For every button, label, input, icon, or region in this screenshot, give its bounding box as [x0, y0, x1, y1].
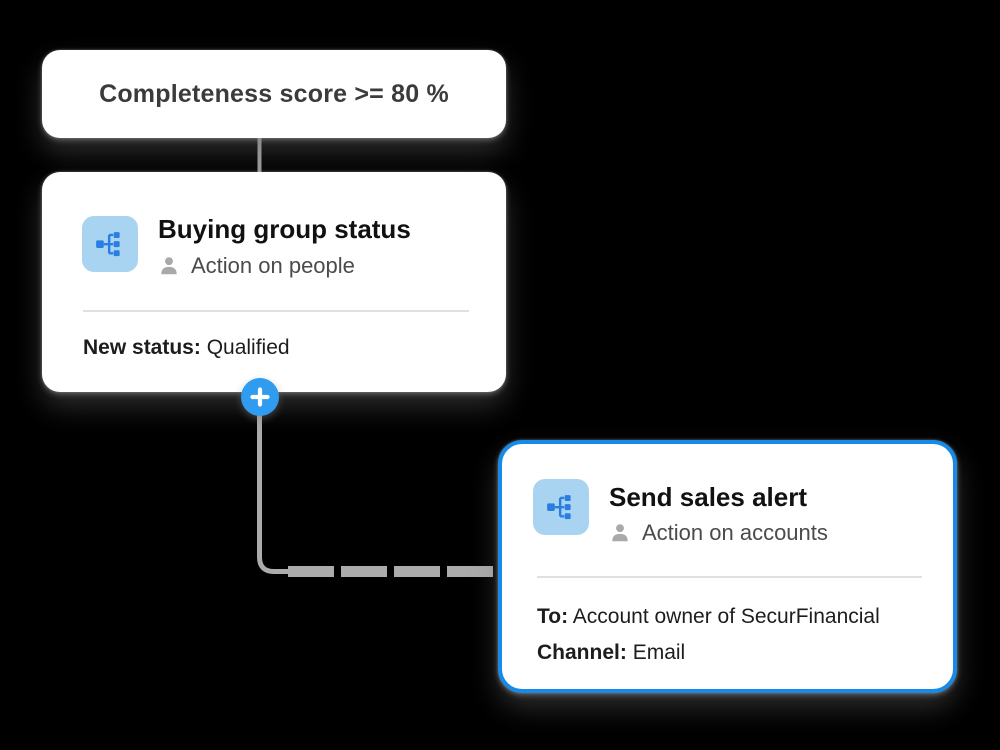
org-chart-icon	[533, 479, 589, 535]
field-label: New status:	[83, 336, 201, 359]
field-label: To:	[537, 605, 569, 628]
field-value: Account owner of SecurFinancial	[572, 605, 880, 628]
node-subtitle-row: Action on people	[158, 253, 355, 279]
connector-elbow	[257, 412, 288, 574]
send-sales-alert-node[interactable]: Send sales alert Action on accounts To: …	[498, 440, 957, 693]
node-divider	[83, 310, 469, 312]
node-title: Buying group status	[158, 214, 411, 244]
node-divider	[537, 576, 922, 578]
node-subtitle: Action on people	[191, 253, 355, 278]
node-subtitle: Action on accounts	[642, 520, 828, 545]
org-chart-icon	[82, 216, 138, 272]
node-field-row: New status: Qualified	[83, 336, 290, 360]
field-value: Qualified	[206, 336, 290, 359]
buying-group-node[interactable]: Buying group status Action on people New…	[42, 172, 506, 392]
plus-icon	[250, 387, 270, 407]
node-subtitle-row: Action on accounts	[609, 520, 828, 546]
node-title: Send sales alert	[609, 482, 807, 512]
field-value: Email	[632, 641, 686, 664]
person-icon	[612, 524, 628, 542]
condition-node[interactable]: Completeness score >= 80 %	[42, 50, 506, 138]
add-node-button[interactable]	[241, 378, 279, 416]
node-field-row: Channel: Email	[537, 641, 685, 665]
field-label: Channel:	[537, 641, 627, 664]
person-icon	[161, 257, 177, 275]
node-field-row: To: Account owner of SecurFinancial	[537, 605, 880, 629]
condition-title: Completeness score >= 80 %	[99, 79, 449, 108]
